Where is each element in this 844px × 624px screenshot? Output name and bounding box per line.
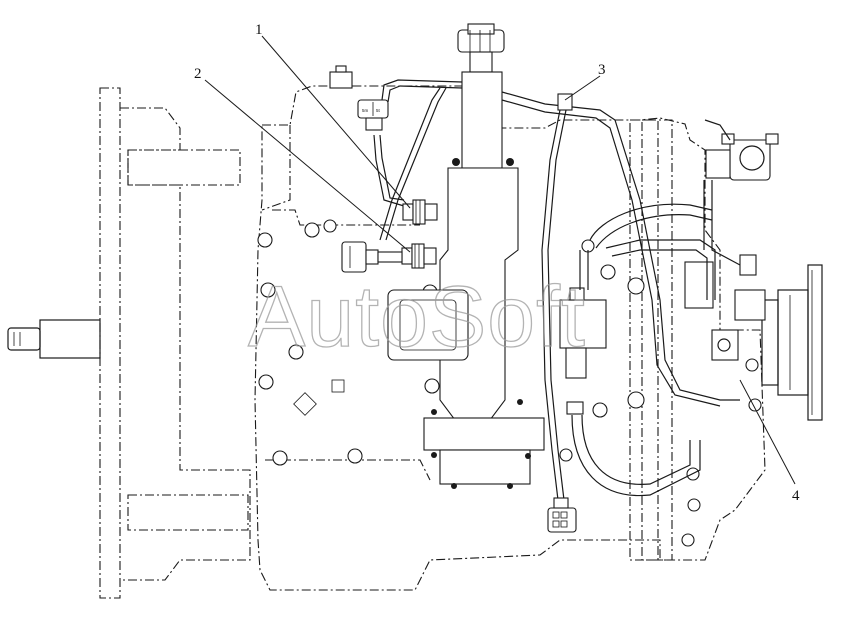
breather-plug	[329, 65, 353, 89]
input-flange	[99, 87, 251, 599]
callout-4: 4	[792, 488, 800, 504]
main-housing	[254, 85, 766, 591]
lower-sensor	[401, 243, 437, 269]
input-shaft	[7, 319, 101, 359]
callout-2: 2	[194, 66, 202, 82]
upper-sensor	[402, 199, 438, 225]
connector-label-right: 5t	[376, 108, 381, 113]
side-connector	[341, 241, 403, 273]
leaders	[204, 35, 796, 485]
hydraulic-lines	[571, 119, 741, 497]
watermark: AutoSoft	[248, 269, 586, 365]
wiring-harness	[373, 79, 740, 501]
top-connector: 5m 5t	[357, 99, 389, 131]
connector-label-left: 5m	[362, 108, 369, 113]
bottom-connector	[547, 497, 577, 533]
valve-block	[559, 133, 779, 415]
callout-1: 1	[255, 22, 263, 38]
shift-tower	[387, 23, 545, 489]
callout-3: 3	[598, 62, 606, 78]
output-flange	[761, 264, 823, 421]
